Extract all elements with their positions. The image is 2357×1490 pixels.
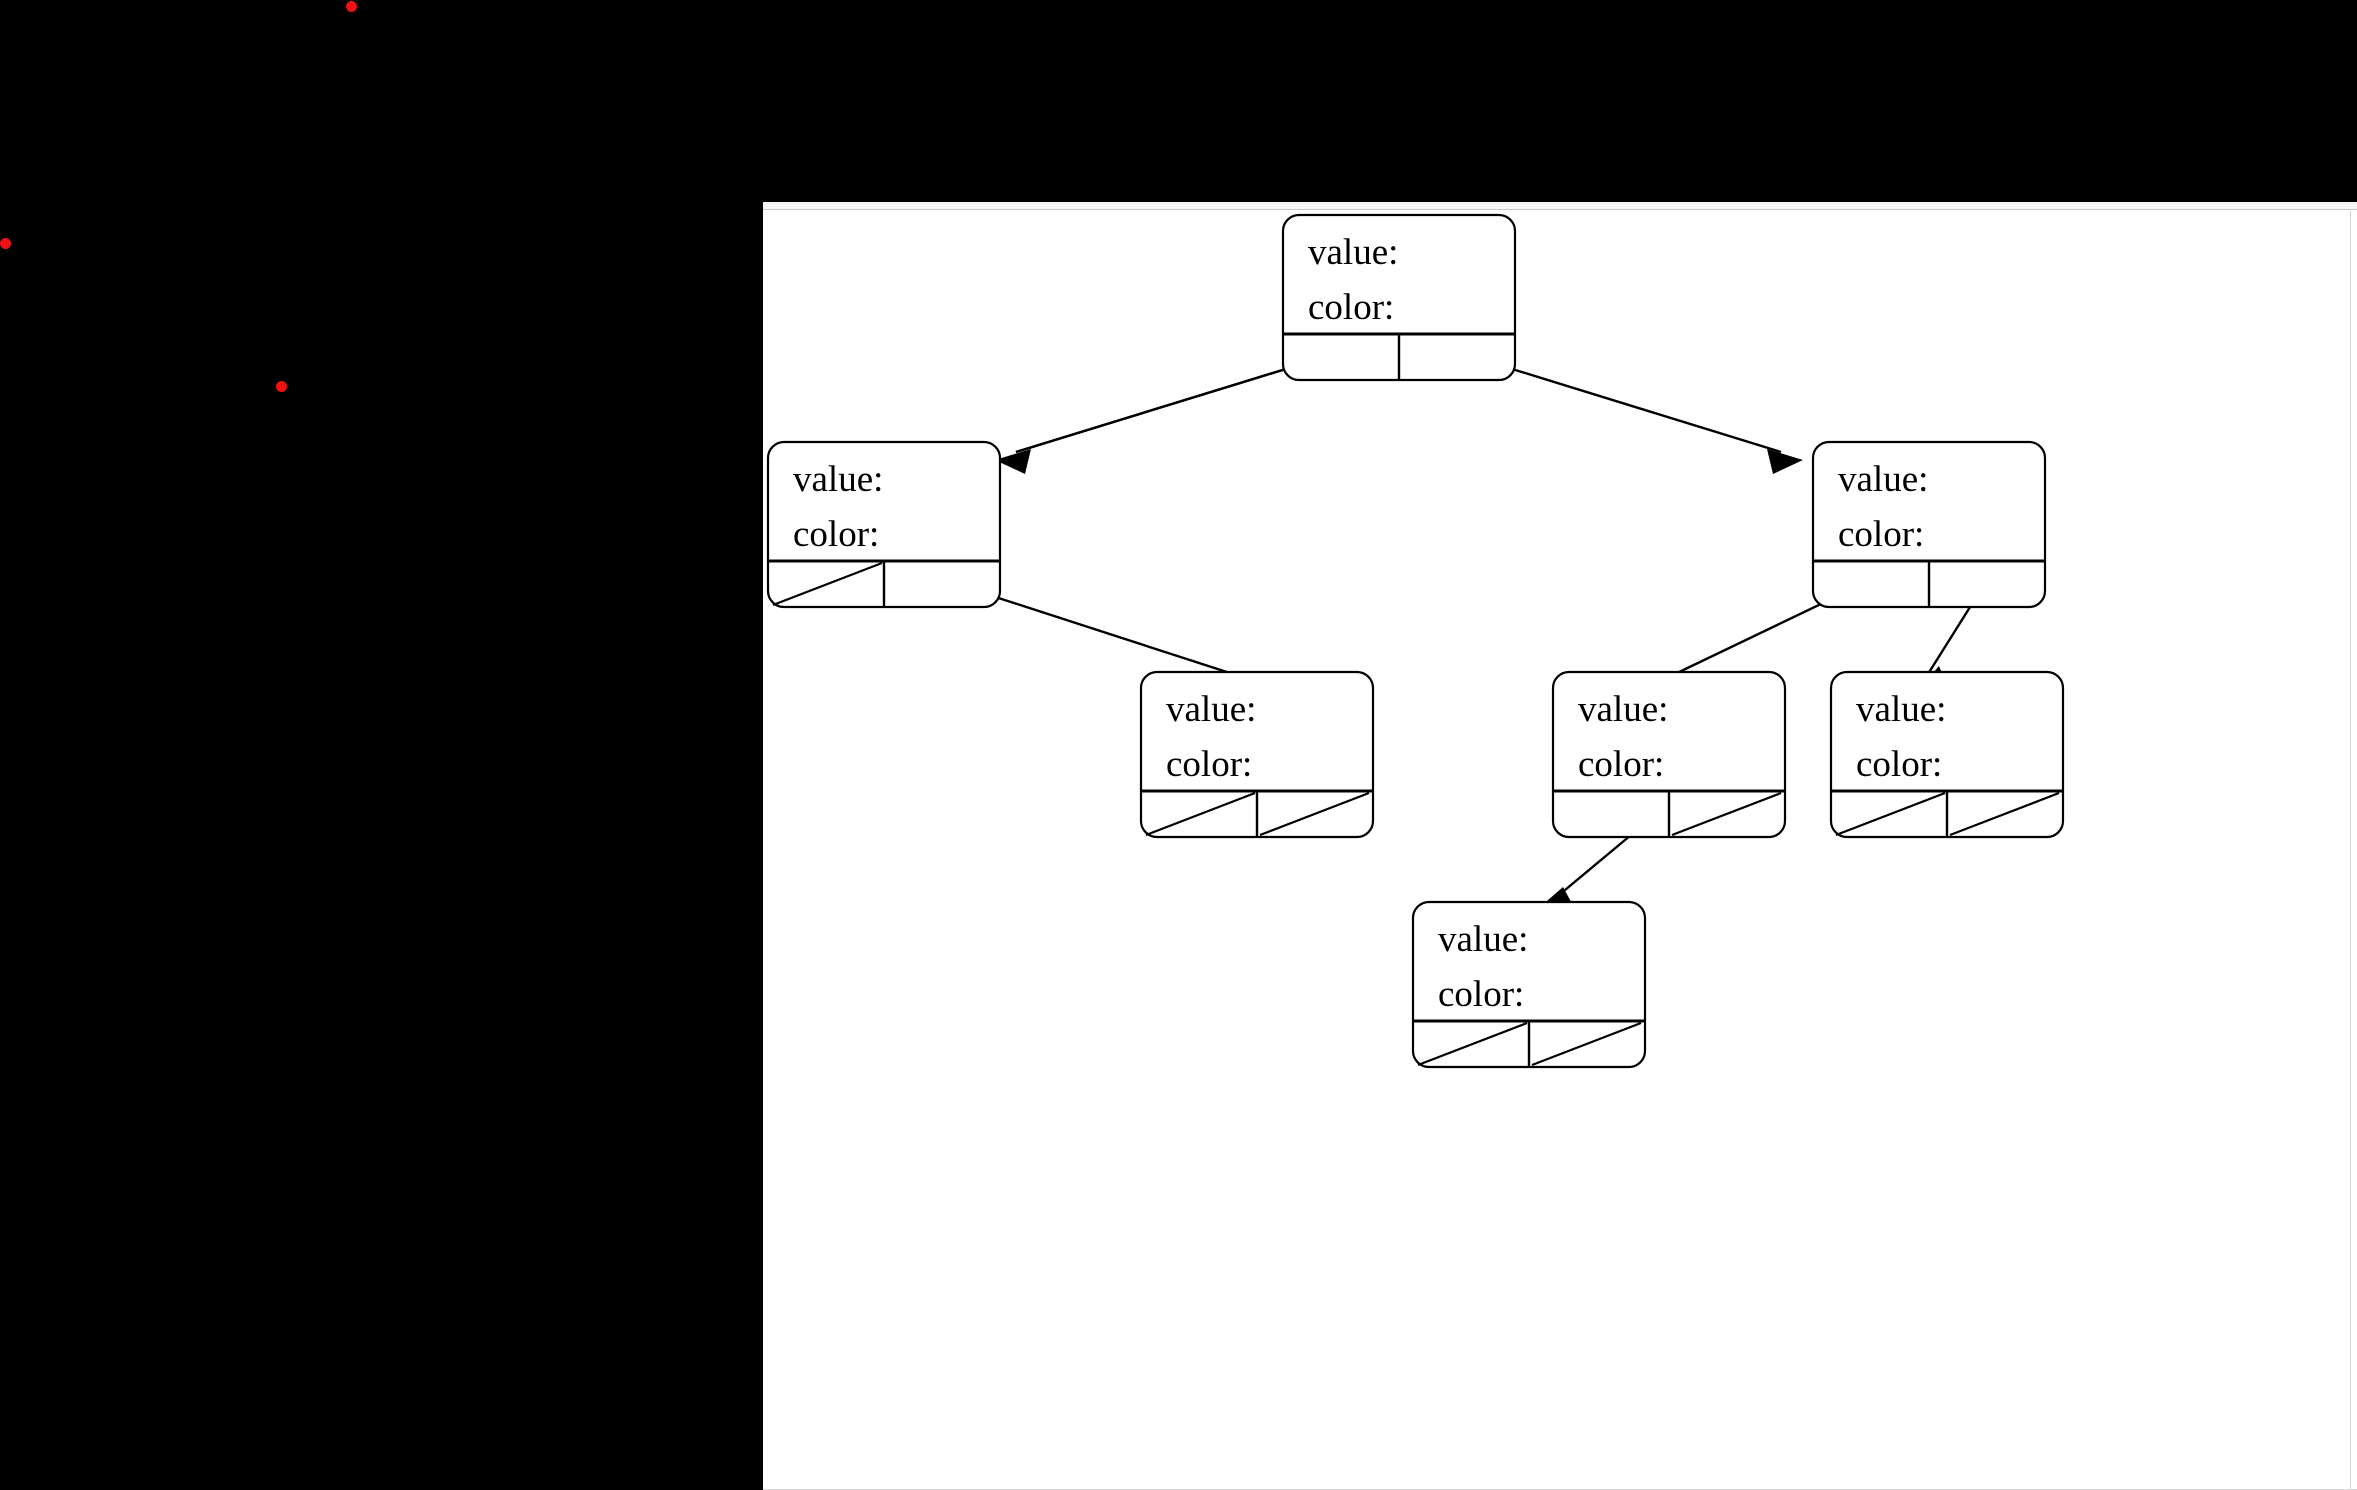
bottom-leaf-null-left: [1417, 1021, 1528, 1067]
right-right-leaf-color-label: color:: [1856, 744, 1942, 785]
tree-node-bottom-leaf[interactable]: value: color:: [1411, 900, 1647, 1069]
bottom-leaf-color-label: color:: [1438, 974, 1524, 1015]
tree-node-left-child[interactable]: value: color:: [766, 440, 1002, 609]
red-marker-dot-left: [0, 238, 11, 249]
right-right-leaf-null-right: [1949, 791, 2060, 837]
bottom-leaf-null-right: [1531, 1021, 1642, 1067]
tree-node-root[interactable]: value: color:: [1281, 213, 1517, 382]
red-marker-dot-middle: [276, 381, 287, 392]
left-right-leaf-color-label: color:: [1166, 744, 1252, 785]
left-right-leaf-value-label: value:: [1166, 689, 1256, 730]
left-right-leaf-null-right: [1259, 791, 1370, 837]
left-right-leaf-null-left: [1145, 791, 1256, 837]
root-color-label: color:: [1308, 287, 1394, 328]
left-child-null-left-pointer: [772, 561, 883, 607]
panel-top-bar: [763, 202, 2357, 210]
tree-node-right-child[interactable]: value: color:: [1811, 440, 2047, 609]
right-left-child-null-right: [1671, 791, 1782, 837]
right-right-leaf-value-label: value:: [1856, 689, 1946, 730]
right-child-value-label: value:: [1838, 459, 1928, 500]
bottom-leaf-value-label: value:: [1438, 919, 1528, 960]
tree-node-right-right-leaf[interactable]: value: color:: [1829, 670, 2065, 839]
left-child-color-label: color:: [793, 514, 879, 555]
vertical-scrollbar[interactable]: [2350, 211, 2357, 1490]
right-child-color-label: color:: [1838, 514, 1924, 555]
right-right-leaf-null-left: [1835, 791, 1946, 837]
tree-node-left-right-leaf[interactable]: value: color:: [1139, 670, 1375, 839]
red-marker-dot-top: [346, 1, 357, 12]
right-left-child-color-label: color:: [1578, 744, 1664, 785]
diagram-viewport[interactable]: value: color: value: color: value: color…: [763, 202, 2357, 1490]
root-value-label: value:: [1308, 232, 1398, 273]
right-left-child-value-label: value:: [1578, 689, 1668, 730]
binary-tree-diagram: value: color: value: color: value: color…: [766, 213, 2065, 1069]
left-child-value-label: value:: [793, 459, 883, 500]
tree-node-right-left-child[interactable]: value: color:: [1551, 670, 1787, 839]
